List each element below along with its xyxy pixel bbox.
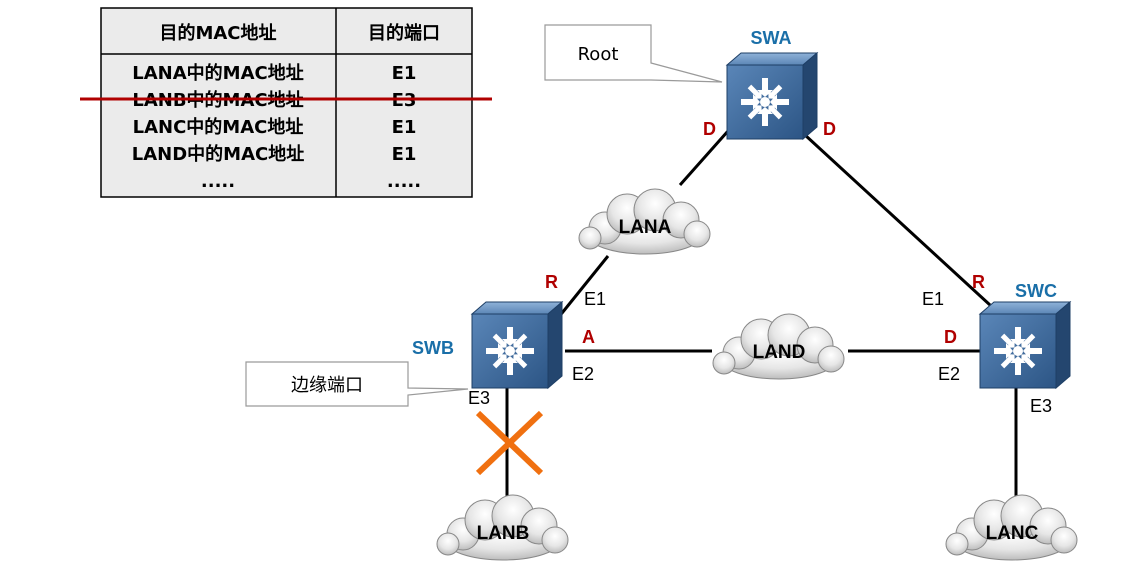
switch-icon: [726, 52, 818, 140]
port-role-swa-right: D: [823, 119, 836, 139]
cloud-lanc: LANC: [945, 494, 1078, 561]
blocked-x-icon: [475, 410, 544, 476]
port-swb-e3: E3: [468, 388, 490, 408]
table-row-1-mac: LANA中的MAC地址: [132, 62, 303, 84]
table-header-port: 目的端口: [368, 22, 440, 44]
port-role-swb-up: R: [545, 272, 558, 292]
callout-edge-port-bubble: [245, 361, 469, 407]
cloud-land: LAND: [712, 313, 845, 380]
switch-label-swa: SWA: [750, 28, 791, 48]
table-row-5-port: .....: [387, 171, 421, 192]
table-row-3-mac: LANC中的MAC地址: [133, 116, 304, 138]
callout-root-text: Root: [578, 44, 619, 65]
cloud-lanb: LANB: [436, 494, 569, 561]
callout-root-bubble: [544, 24, 723, 83]
cloud-lana: LANA: [578, 188, 711, 255]
lan-label-lana: LANA: [619, 217, 672, 238]
switch-label-swb: SWB: [412, 338, 454, 358]
switch-swb: [471, 301, 563, 389]
link-swa-swc: [803, 133, 992, 307]
link-lana-swb: [556, 255, 610, 319]
table-row-4-port: E1: [392, 144, 417, 165]
mac-address-table: 目的MAC地址 目的端口 LANA中的MAC地址 E1 LANB中的MAC地址 …: [80, 7, 492, 198]
switch-swc: [979, 301, 1071, 389]
port-swc-e1: E1: [922, 289, 944, 309]
port-swb-e2: E2: [572, 364, 594, 384]
table-header-mac: 目的MAC地址: [159, 22, 276, 44]
port-swc-e3: E3: [1030, 396, 1052, 416]
port-role-swa-left: D: [703, 119, 716, 139]
table-background: [100, 7, 473, 198]
table-row-4-mac: LAND中的MAC地址: [132, 143, 304, 165]
callout-edge-port: 边缘端口: [245, 361, 469, 407]
lan-label-land: LAND: [753, 342, 806, 363]
port-role-swc-left: D: [944, 327, 957, 347]
port-role-swb-right: A: [582, 327, 595, 347]
lan-label-lanc: LANC: [986, 523, 1039, 544]
callout-edge-port-text: 边缘端口: [291, 375, 363, 396]
port-role-swc-up: R: [972, 272, 985, 292]
table-row-3-port: E1: [392, 117, 417, 138]
port-swc-e2: E2: [938, 364, 960, 384]
links: [505, 121, 1018, 498]
switch-icon: [979, 301, 1071, 389]
lan-label-lanb: LANB: [477, 523, 530, 544]
switch-icon: [471, 301, 563, 389]
table-row-1-port: E1: [392, 63, 417, 84]
switch-swa: [726, 52, 818, 140]
table-row-5-mac: .....: [201, 171, 235, 192]
switch-label-swc: SWC: [1015, 281, 1057, 301]
port-swb-e1: E1: [584, 289, 606, 309]
callout-root: Root: [544, 24, 723, 83]
